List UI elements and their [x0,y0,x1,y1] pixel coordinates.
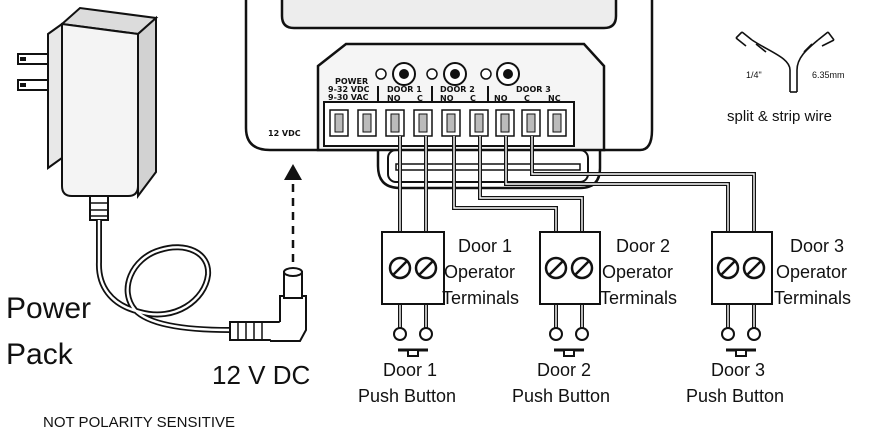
power-voltage-dc-label: 9-32 VDC [328,85,370,94]
operator-1-line2: Operator [444,262,515,282]
push-button-2-title: Door 2 [537,360,591,380]
split-strip-wire-illustration [735,31,835,93]
operator-terminal-block-3 [711,231,773,305]
power-pack-label-line2: Pack [6,338,74,371]
split-strip-caption: split & strip wire [727,108,832,125]
push-button-3 [721,327,761,357]
door2-no-label: NO [440,94,454,103]
door2-c-label: C [470,94,476,103]
push-button-1 [393,327,433,357]
door1-c-label: C [417,94,423,103]
door1-terminal-label: DOOR 1 [387,85,422,94]
door3-no-label: NO [494,94,508,103]
power-pack-illustration [17,6,231,333]
dc-voltage-label: 12 V DC [212,360,310,390]
push-button-1-title: Door 1 [383,360,437,380]
power-pack-label-line1: Power [6,292,91,325]
door3-terminal-label: DOOR 3 [516,85,551,94]
strip-length-mm: 6.35mm [812,70,845,80]
push-button-1-line2: Push Button [358,386,456,406]
operator-terminal-block-1 [381,231,445,305]
push-button-2 [549,327,589,357]
dc-plug-illustration [229,267,307,342]
push-button-2-line2: Push Button [512,386,610,406]
polarity-note: NOT POLARITY SENSITIVE [43,414,235,431]
power-voltage-ac-label: 9-30 VAC [328,93,369,102]
operator-2-line2: Operator [602,262,673,282]
power-label: POWER [335,77,368,86]
insert-arrow [284,164,302,262]
operator-terminal-block-2 [539,231,601,305]
door1-no-label: NO [387,94,401,103]
terminal-screws [329,109,567,137]
door3-c-label: C [524,94,530,103]
operator-2-title: Door 2 [616,236,670,256]
operator-2-line3: Terminals [600,288,677,308]
operator-1-line3: Terminals [442,288,519,308]
operator-3-title: Door 3 [790,236,844,256]
operator-1-title: Door 1 [458,236,512,256]
door2-terminal-label: DOOR 2 [440,85,475,94]
jack-label: 12 VDC [268,129,301,138]
operator-3-line2: Operator [776,262,847,282]
strip-length-inches: 1/4" [746,70,762,80]
door3-nc-label: NC [548,94,561,103]
push-button-3-line2: Push Button [686,386,784,406]
operator-3-line3: Terminals [774,288,851,308]
push-button-3-title: Door 3 [711,360,765,380]
